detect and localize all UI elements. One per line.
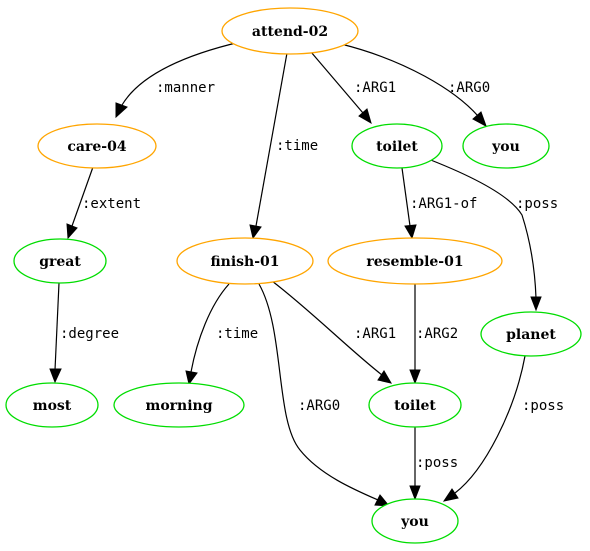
edge-finish-toilet: :ARG1 bbox=[271, 280, 396, 384]
node-morning[interactable]: morning bbox=[113, 382, 245, 428]
edge-label-arg1: :ARG1 bbox=[354, 80, 396, 96]
svg-text:morning: morning bbox=[146, 398, 213, 414]
svg-text:attend-02: attend-02 bbox=[252, 24, 328, 40]
node-you-top[interactable]: you bbox=[462, 123, 550, 169]
edge-label-arg1: :ARG1 bbox=[354, 326, 396, 342]
edge-attend-you: :ARG0 bbox=[340, 43, 490, 128]
svg-text:resemble-01: resemble-01 bbox=[366, 254, 463, 270]
svg-text:toilet: toilet bbox=[376, 139, 418, 155]
node-toilet-bottom[interactable]: toilet bbox=[368, 382, 462, 428]
edge-label-extent: :extent bbox=[82, 196, 141, 212]
edge-label-poss: :poss bbox=[522, 398, 564, 414]
svg-text:great: great bbox=[39, 254, 81, 270]
edge-label-arg2: :ARG2 bbox=[416, 326, 458, 342]
svg-text:toilet: toilet bbox=[394, 398, 436, 414]
nodes: attend-02 care-04 toilet you great finis… bbox=[5, 7, 582, 544]
edge-label-degree: :degree bbox=[60, 326, 119, 342]
edge-label-poss: :poss bbox=[416, 455, 458, 471]
node-finish-01[interactable]: finish-01 bbox=[176, 237, 314, 285]
svg-text:you: you bbox=[400, 514, 429, 530]
node-resemble-01[interactable]: resemble-01 bbox=[327, 237, 503, 285]
edge-great-most: :degree bbox=[49, 282, 119, 384]
edge-toilet-resemble: :ARG1-of bbox=[401, 167, 477, 240]
edge-care-great: :extent bbox=[66, 166, 141, 240]
node-toilet-top[interactable]: toilet bbox=[351, 123, 443, 169]
edge-resemble-toilet: :ARG2 bbox=[409, 284, 458, 385]
edge-label-time: :time bbox=[216, 326, 258, 342]
edge-attend-care: :manner bbox=[115, 41, 241, 119]
edge-label-manner: :manner bbox=[156, 80, 215, 96]
edge-label-poss: :poss bbox=[516, 196, 558, 212]
edge-finish-you: :ARG0 bbox=[258, 283, 391, 507]
svg-text:finish-01: finish-01 bbox=[210, 254, 279, 270]
edge-label-time: :time bbox=[276, 138, 318, 154]
edge-attend-finish: :time bbox=[249, 52, 318, 240]
node-most[interactable]: most bbox=[5, 382, 99, 428]
node-great[interactable]: great bbox=[13, 238, 107, 284]
svg-text:you: you bbox=[491, 139, 520, 155]
edge-label-arg1-of: :ARG1-of bbox=[410, 196, 477, 212]
edge-toilet-you: :poss bbox=[409, 427, 458, 501]
edge-label-arg0: :ARG0 bbox=[448, 80, 490, 96]
svg-text:care-04: care-04 bbox=[67, 139, 126, 155]
svg-text:most: most bbox=[33, 398, 72, 414]
node-attend-02[interactable]: attend-02 bbox=[221, 7, 359, 55]
edge-attend-toilet: :ARG1 bbox=[310, 51, 396, 125]
node-you-bottom[interactable]: you bbox=[371, 498, 459, 544]
node-planet[interactable]: planet bbox=[480, 311, 582, 357]
edge-finish-morning: :time bbox=[185, 283, 258, 386]
node-care-04[interactable]: care-04 bbox=[37, 123, 157, 169]
edges: :manner :time :ARG1 :ARG0 :extent bbox=[49, 41, 564, 507]
edge-toilet-planet: :poss bbox=[422, 156, 558, 312]
svg-text:planet: planet bbox=[506, 327, 556, 343]
edge-label-arg0: :ARG0 bbox=[298, 398, 340, 414]
edge-planet-you: :poss bbox=[442, 355, 564, 502]
